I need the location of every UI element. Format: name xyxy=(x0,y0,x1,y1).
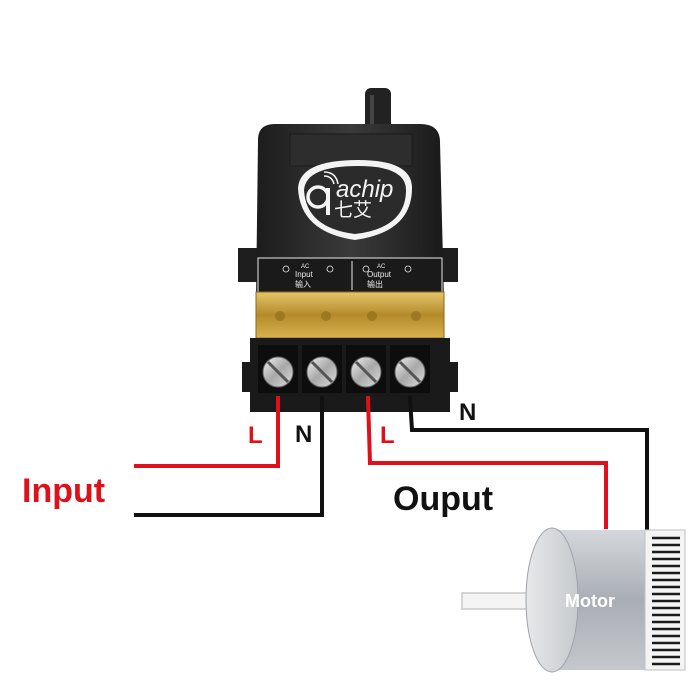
terminal-screw-3 xyxy=(350,356,382,388)
output-ac-label: AC xyxy=(377,264,386,270)
motor-label: Motor xyxy=(565,591,615,611)
brand-name: achip xyxy=(336,176,394,203)
output-neutral-label: N xyxy=(459,399,477,426)
input-live-wire xyxy=(134,396,280,468)
output-terminal-label-cn: 输出 xyxy=(367,280,383,289)
input-live-label: L xyxy=(248,422,263,449)
motor-shaft xyxy=(461,592,535,610)
input-ac-label: AC xyxy=(301,264,310,270)
terminal-screw-4 xyxy=(394,356,426,388)
output-live-label: L xyxy=(380,422,395,449)
motor-fan-fins xyxy=(652,536,680,666)
output-neutral-wire xyxy=(407,395,649,532)
output-label: Ouput xyxy=(393,480,494,518)
terminal-screw-2 xyxy=(306,356,338,388)
input-neutral-wire xyxy=(134,396,324,517)
motor-end-cap xyxy=(525,527,579,673)
output-live-wire xyxy=(365,395,608,529)
input-terminal-label: Input xyxy=(295,270,313,279)
antenna xyxy=(365,88,391,132)
terminal-screw-1 xyxy=(262,356,294,388)
input-neutral-label: N xyxy=(295,421,313,448)
motor xyxy=(461,527,686,673)
terminal-label-strip xyxy=(257,257,443,293)
input-label: Input xyxy=(22,472,106,510)
receiver-body xyxy=(256,124,444,300)
mounting-tab-left xyxy=(238,248,258,282)
output-terminal-label: Output xyxy=(367,270,392,279)
brand-name-cn: 七艾 xyxy=(334,200,373,221)
input-terminal-label-cn: 输入 xyxy=(295,280,311,289)
